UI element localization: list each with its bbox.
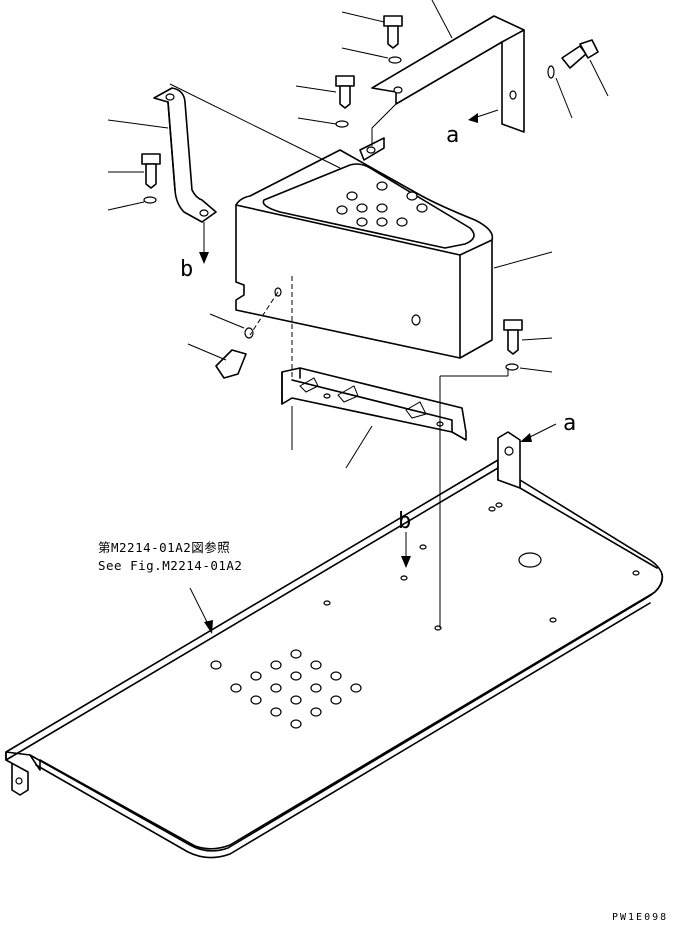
perforation-pattern xyxy=(210,649,362,729)
top-bracket xyxy=(359,15,525,161)
view-label-a-lower: a xyxy=(563,411,576,436)
left-bracket xyxy=(153,87,217,223)
reference-arrow xyxy=(189,587,213,634)
view-arrow-b-lower xyxy=(401,532,411,568)
step-plate xyxy=(5,431,664,859)
leader-lines xyxy=(107,0,609,628)
view-arrow-b-upper xyxy=(199,222,209,264)
bolts-and-washers xyxy=(141,15,599,379)
view-label-b-upper: b xyxy=(180,257,193,282)
box-cover xyxy=(235,149,494,359)
lower-bracket xyxy=(281,367,467,441)
view-label-b-lower: b xyxy=(398,509,411,534)
reference-note-en: See Fig.M2214-01A2 xyxy=(98,558,242,573)
plate-holes xyxy=(323,502,640,631)
reference-note-jp: 第M2214-01A2図参照 xyxy=(98,540,230,555)
drawing-code: PW1E098 xyxy=(612,912,668,923)
view-arrow-a-upper xyxy=(468,109,499,123)
plate-large-hole xyxy=(518,552,542,568)
view-label-a-upper: a xyxy=(446,123,459,148)
view-arrow-a-lower xyxy=(520,423,557,442)
